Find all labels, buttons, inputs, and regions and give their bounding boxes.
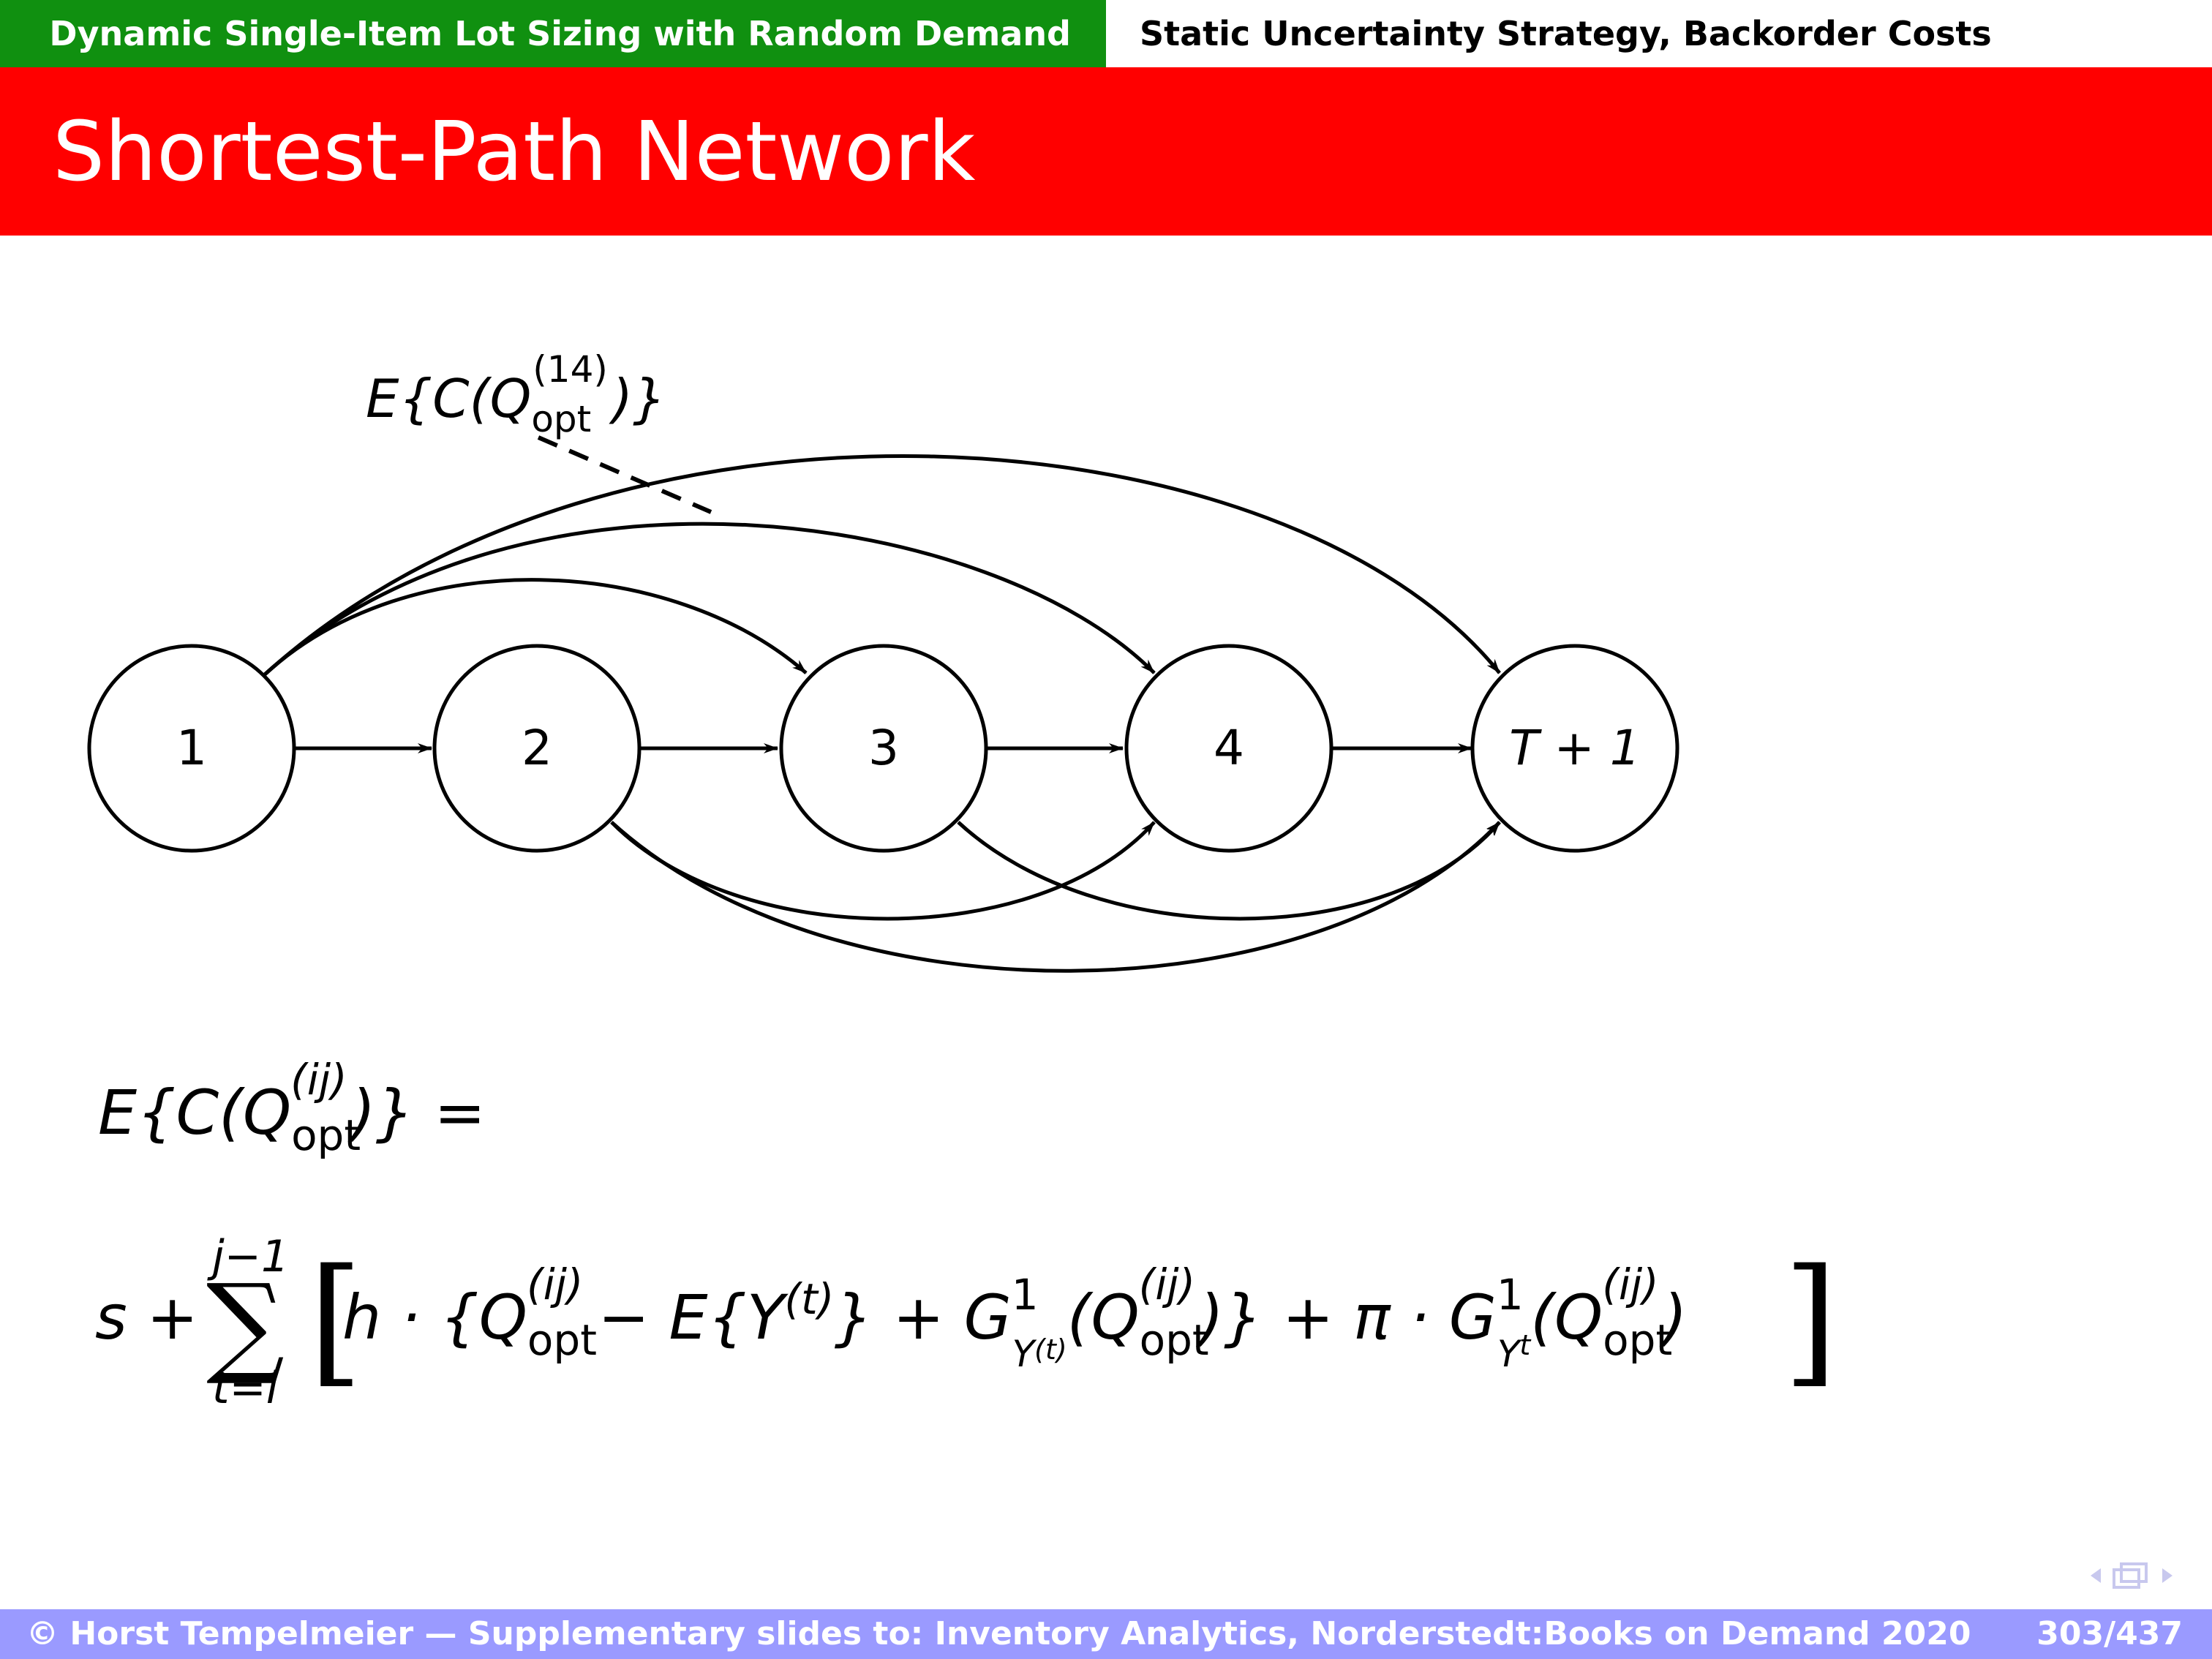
section-title[interactable]: Dynamic Single-Item Lot Sizing with Rand… xyxy=(0,0,1106,67)
formula-s-plus: s + xyxy=(95,1282,198,1353)
node-T1 xyxy=(1470,644,1679,853)
slide-title: Shortest-Path Network xyxy=(53,105,976,200)
edge-2-T1 xyxy=(610,821,1501,973)
header-bar: Dynamic Single-Item Lot Sizing with Rand… xyxy=(0,0,2212,67)
nav-prev-icon[interactable] xyxy=(2091,1568,2101,1583)
node-2 xyxy=(432,644,642,853)
sum-symbol: ∑ xyxy=(206,1261,285,1388)
sum-upper-limit: j−1 xyxy=(207,1231,289,1282)
subsection-title[interactable]: Static Uncertainty Strategy, Backorder C… xyxy=(1106,0,2212,67)
node-1-label: 1 xyxy=(176,720,207,776)
navigation-controls xyxy=(2091,1562,2172,1589)
formula-lhs: E{C(Qopt(ij))} = xyxy=(98,1055,486,1160)
sum-lower-limit: t=i xyxy=(212,1363,279,1414)
node-T1-label: T + 1 xyxy=(1509,720,1641,776)
node-3-label: 3 xyxy=(868,720,899,776)
nav-next-icon[interactable] xyxy=(2162,1568,2172,1583)
node-4-label: 4 xyxy=(1214,720,1244,776)
edge-3-T1 xyxy=(957,821,1501,921)
left-bracket: [ xyxy=(309,1239,363,1401)
right-bracket: ] xyxy=(1783,1239,1837,1401)
footer-copyright: © Horst Tempelmeier — Supplementary slid… xyxy=(26,1615,1971,1652)
node-3 xyxy=(779,644,988,853)
nav-frame-icon[interactable] xyxy=(2113,1568,2140,1589)
footer-bar: © Horst Tempelmeier — Supplementary slid… xyxy=(0,1609,2212,1659)
edge-1-3 xyxy=(263,578,808,676)
edge-1-4 xyxy=(263,522,1156,676)
node-2-label: 2 xyxy=(522,720,552,776)
node-4 xyxy=(1124,644,1333,853)
annotation-expected-cost-14: E{C(Qopt(14))} xyxy=(366,348,666,440)
page-number: 303/437 xyxy=(2036,1615,2183,1652)
edge-1-T1 xyxy=(263,454,1501,676)
node-1 xyxy=(87,644,296,853)
annotation-leader xyxy=(537,435,712,514)
title-bar: Shortest-Path Network xyxy=(0,67,2212,236)
